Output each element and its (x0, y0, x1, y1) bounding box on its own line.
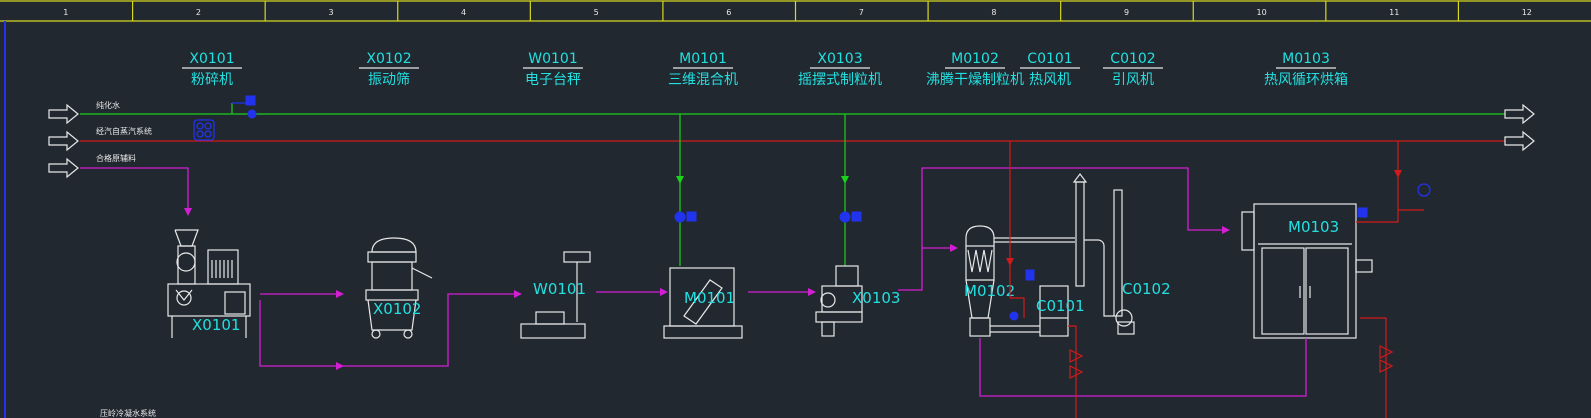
crusher-x0101-icon[interactable]: X0101 (167, 229, 251, 338)
equipment-name: 摇摆式制粒机 (798, 72, 882, 88)
oven-m0103-icon[interactable]: M0103 (1241, 203, 1373, 339)
ruler-number: 1 (63, 8, 68, 17)
material-line: 合格原辅料 (48, 153, 192, 216)
label-c0101: C0101 (1036, 297, 1085, 315)
label-x0102: X0102 (373, 300, 421, 318)
equipment-name: 粉碎机 (191, 72, 233, 88)
equipment-name: 三维混合机 (668, 72, 738, 88)
fan-c0102-icon[interactable]: C0102 (1072, 173, 1171, 335)
equipment-title-block: X0101 粉碎机 X0102 振动筛 W0101 电子台秤 M0101 三维混合机 X0103… (182, 51, 1348, 88)
water-line: 纯化水 (48, 100, 1535, 125)
ruler-number: 2 (196, 8, 201, 17)
ruler-number: 9 (1124, 8, 1129, 17)
label-m0101: M0101 (684, 289, 735, 307)
equipment-name: 热风循环烘箱 (1264, 72, 1348, 88)
footer-label: 压岭冷凝水系统 (100, 408, 156, 418)
ruler-number: 11 (1389, 8, 1399, 17)
label-w0101: W0101 (533, 280, 586, 298)
equipment-code: X0101 (189, 51, 234, 67)
material-flow (259, 167, 1307, 397)
ruler-number: 7 (859, 8, 864, 17)
equipment-code: C0101 (1027, 51, 1072, 67)
steam-line: 经汽自蒸汽系统 (48, 126, 1535, 152)
equipment-name: 引风机 (1112, 72, 1154, 88)
water-drop-x0103 (839, 114, 862, 266)
inlet-valve-icon[interactable] (231, 95, 257, 119)
equipment-code: C0102 (1110, 51, 1155, 67)
label-m0103: M0103 (1288, 218, 1339, 236)
equipment-code: X0102 (366, 51, 411, 67)
dryer-m0102-icon[interactable]: M0102 (964, 225, 1075, 337)
ruler-number: 8 (991, 8, 996, 17)
label-x0103: X0103 (852, 289, 900, 307)
equipment-name: 热风机 (1029, 72, 1071, 88)
heater-c0101-icon[interactable]: C0101 (990, 269, 1085, 337)
equipment-code: M0103 (1282, 51, 1330, 67)
ruler-number: 10 (1257, 8, 1267, 17)
ruler-number: 4 (461, 8, 466, 17)
water-drop-m0101 (674, 114, 697, 266)
granulator-x0103-icon[interactable]: X0103 (815, 265, 900, 337)
label-c0102: C0102 (1122, 280, 1171, 298)
equipment-name: 电子台秤 (525, 72, 581, 88)
ruler-number: 6 (726, 8, 731, 17)
label-x0101: X0101 (192, 316, 240, 334)
label-m0102: M0102 (964, 282, 1015, 300)
equipment-code: X0103 (817, 51, 862, 67)
scale-w0101-icon[interactable]: W0101 (520, 251, 591, 339)
equipment-name: 沸腾干燥制粒机 (926, 71, 1024, 88)
steam-trap-icon[interactable] (193, 119, 215, 141)
equipment-code: W0101 (528, 51, 577, 67)
equipment-code: M0102 (951, 51, 999, 67)
ruler-number: 3 (328, 8, 333, 17)
ruler-number: 5 (594, 8, 599, 17)
steam-line-label: 经汽自蒸汽系统 (96, 126, 152, 136)
water-line-label: 纯化水 (96, 100, 120, 110)
ruler-number: 12 (1522, 8, 1532, 17)
material-line-label: 合格原辅料 (96, 153, 136, 163)
equipment-code: M0101 (679, 51, 727, 67)
mixer-m0101-icon[interactable]: M0101 (663, 267, 743, 339)
steam-branches (1006, 141, 1431, 418)
sieve-x0102-icon[interactable]: X0102 (365, 237, 433, 339)
equipment-name: 振动筛 (368, 72, 410, 88)
